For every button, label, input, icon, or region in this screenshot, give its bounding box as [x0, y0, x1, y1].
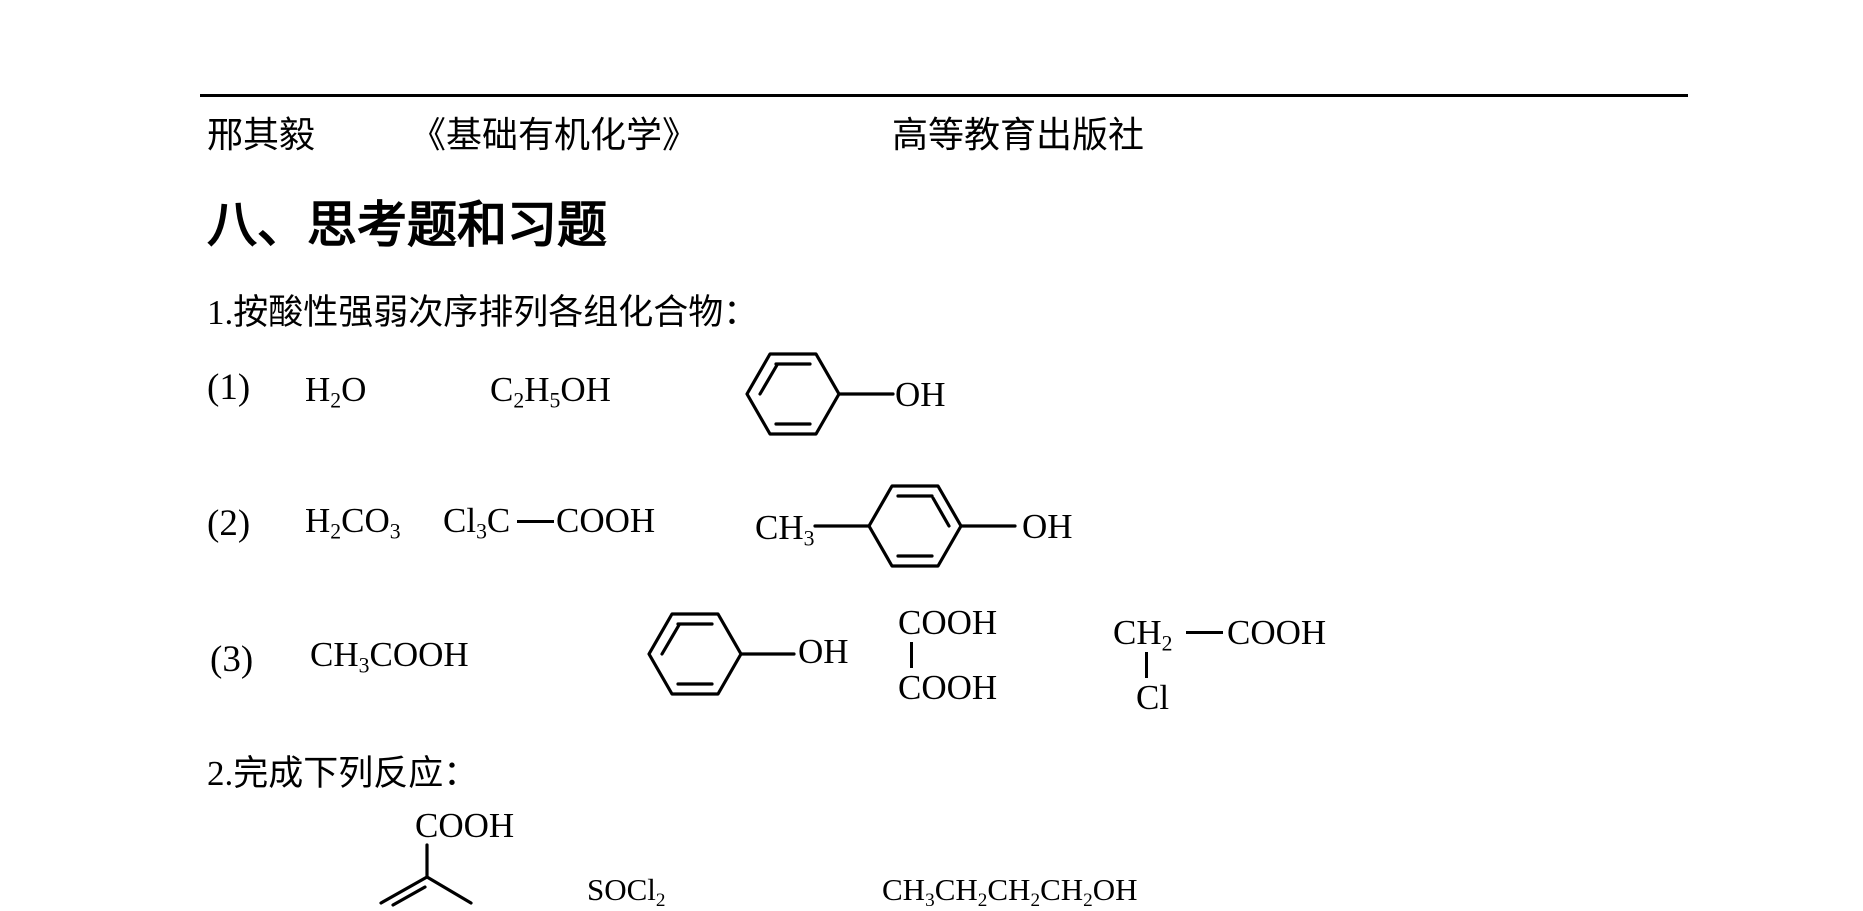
reagent-socl2: SOCl2 [587, 872, 666, 911]
cresol-ch3: CH3 [755, 508, 815, 551]
formula-trichloroacetic-part1: Cl3C [443, 501, 511, 544]
oxalic-cooh-top: COOH [898, 603, 998, 642]
header-publisher: 高等教育出版社 [892, 115, 1145, 155]
question-1-text: 1.按酸性强弱次序排列各组化合物： [207, 293, 759, 332]
oxalic-cooh-bottom: COOH [898, 668, 998, 707]
chloroacetic-cl: Cl [1136, 678, 1170, 717]
formula-carbonic-acid: H2CO3 [305, 501, 401, 544]
header-rule [200, 94, 1688, 97]
formula-water: H2O [305, 370, 367, 413]
phenol-oh-label: OH [895, 375, 946, 414]
formula-trichloroacetic-cooh: COOH [556, 501, 656, 540]
reactant-cooh: COOH [415, 806, 515, 845]
section-title: 八、思考题和习题 [207, 197, 607, 253]
phenol-oh-label-2: OH [798, 632, 849, 671]
formula-acetic-acid: CH3COOH [310, 635, 469, 678]
chloroacetic-cl-bond [1145, 652, 1148, 678]
chloroacetic-ch2: CH2 [1113, 613, 1173, 656]
question-2-text: 2.完成下列反应： [207, 754, 479, 793]
header-book-title: 《基础有机化学》 [410, 115, 699, 155]
oxalic-bond [910, 642, 913, 668]
chloroacetic-bond [1186, 631, 1223, 634]
chloroacetic-cooh: COOH [1227, 613, 1327, 652]
group-3-label: (3) [210, 639, 254, 680]
cresol-oh: OH [1022, 507, 1073, 546]
benzoic-acid-ring-partial [379, 843, 473, 907]
tca-bond [517, 520, 554, 523]
group-2-label: (2) [207, 503, 251, 544]
p-cresol-structure [813, 484, 1017, 568]
group-1-label: (1) [207, 367, 251, 408]
phenol-structure [745, 352, 895, 436]
formula-ethanol: C2H5OH [490, 370, 611, 413]
reagent-butanol: CH3CH2CH2CH2OH [882, 872, 1138, 911]
header-author: 邢其毅 [207, 115, 316, 155]
phenol-structure-2 [647, 612, 796, 696]
